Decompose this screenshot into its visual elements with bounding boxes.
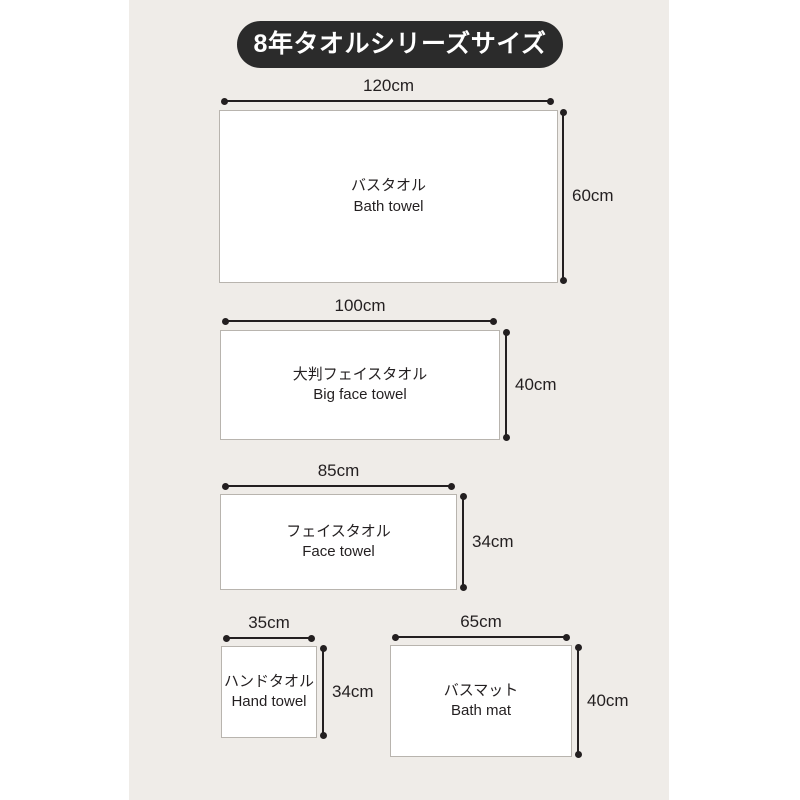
width-dimension-line-bath-mat	[392, 633, 570, 641]
height-label-bath-mat: 40cm	[587, 691, 629, 710]
height-dimension-line-big-face-towel	[502, 329, 510, 441]
towel-label-en-face-towel: Face towel	[302, 543, 375, 560]
towel-label-en-big-face-towel: Big face towel	[313, 386, 407, 403]
towel-label-jp-bath-mat: バスマット	[443, 681, 519, 699]
width-label-face-towel: 85cm	[317, 461, 360, 480]
towel-label-jp-hand-towel: ハンドタオル	[223, 672, 314, 690]
height-label-big-face-towel: 40cm	[515, 375, 557, 394]
width-label-big-face-towel: 100cm	[334, 296, 386, 315]
towel-rect-hand-towel: ハンドタオル Hand towel	[221, 646, 317, 738]
towel-label-en-bath-towel: Bath towel	[353, 197, 424, 215]
width-label-hand-towel: 35cm	[248, 613, 290, 632]
page-title: 8年タオルシリーズサイズ	[253, 30, 547, 58]
height-dimension-line-bath-mat	[574, 644, 582, 758]
width-dimension-line-big-face-towel	[222, 317, 497, 325]
width-dimension-line-face-towel	[222, 482, 455, 490]
towel-rect-bath-towel: バスタオル Bath towel	[219, 110, 558, 283]
height-label-hand-towel: 34cm	[332, 682, 374, 701]
towel-label-jp-face-towel: フェイスタオル	[286, 522, 391, 540]
towel-rect-big-face-towel: 大判フェイスタオル Big face towel	[220, 330, 500, 440]
width-dimension-line-hand-towel	[223, 634, 315, 642]
towel-rect-face-towel: フェイスタオル Face towel	[220, 494, 457, 590]
height-label-face-towel: 34cm	[472, 532, 514, 551]
width-label-bath-mat: 65cm	[460, 612, 502, 631]
towel-rect-bath-mat: バスマット Bath mat	[390, 645, 572, 757]
page-title-pill: 8年タオルシリーズサイズ	[237, 21, 563, 68]
height-dimension-line-bath-towel	[559, 109, 567, 284]
height-dimension-line-hand-towel	[319, 645, 327, 739]
towel-label-jp-big-face-towel: 大判フェイスタオル	[292, 365, 428, 383]
towel-label-jp-bath-towel: バスタオル	[350, 177, 426, 195]
width-dimension-line-bath-towel	[221, 97, 554, 105]
width-label-bath-towel: 120cm	[362, 76, 415, 95]
height-dimension-line-face-towel	[459, 493, 467, 591]
height-label-bath-towel: 60cm	[572, 186, 614, 205]
towel-label-en-bath-mat: Bath mat	[450, 702, 512, 719]
towel-label-en-hand-towel: Hand towel	[231, 693, 307, 710]
